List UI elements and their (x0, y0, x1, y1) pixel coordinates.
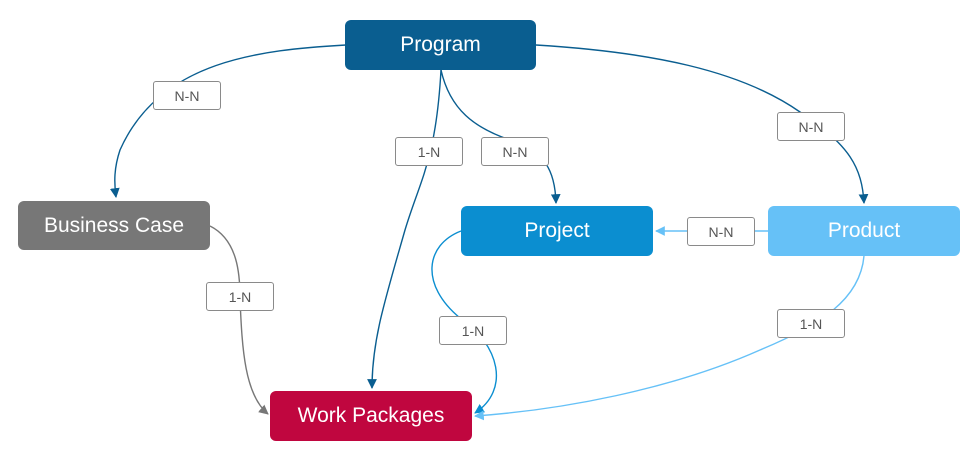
node-product-label: Product (827, 219, 901, 242)
edge-program-business-case (109, 44, 347, 198)
edge-program-work-packages (367, 69, 442, 389)
node-work-packages-label: Work Packages (297, 404, 445, 427)
node-project-label: Project (524, 219, 590, 242)
cardinality-text: N-N (708, 223, 734, 240)
edge-business-case-work-packages (209, 225, 269, 415)
edge-label-project-work-packages: 1-N (439, 316, 507, 345)
edge-label-program-work-packages: 1-N (395, 137, 463, 166)
edge-product-work-packages (474, 255, 865, 421)
edge-label-program-product: N-N (777, 112, 845, 141)
node-product: Product (768, 206, 960, 256)
edge-label-program-business-case: N-N (153, 81, 221, 110)
edge-label-product-work-packages: 1-N (777, 309, 845, 338)
cardinality-text: 1-N (417, 143, 441, 160)
edge-label-program-project: N-N (481, 137, 549, 166)
edge-program-product (535, 44, 869, 204)
edge-label-business-case-work-packages: 1-N (206, 282, 274, 311)
cardinality-text: 1-N (461, 322, 485, 339)
node-business-case: Business Case (18, 201, 210, 250)
node-work-packages: Work Packages (270, 391, 472, 441)
node-business-case-label: Business Case (43, 213, 185, 237)
cardinality-text: N-N (174, 87, 200, 104)
cardinality-text: 1-N (799, 315, 823, 332)
cardinality-text: N-N (798, 118, 824, 135)
cardinality-text: 1-N (228, 288, 252, 305)
node-program-label: Program (400, 33, 481, 56)
cardinality-text: N-N (502, 143, 528, 160)
node-project: Project (461, 206, 653, 256)
node-program: Program (345, 20, 536, 70)
edge-label-product-project: N-N (687, 217, 755, 246)
